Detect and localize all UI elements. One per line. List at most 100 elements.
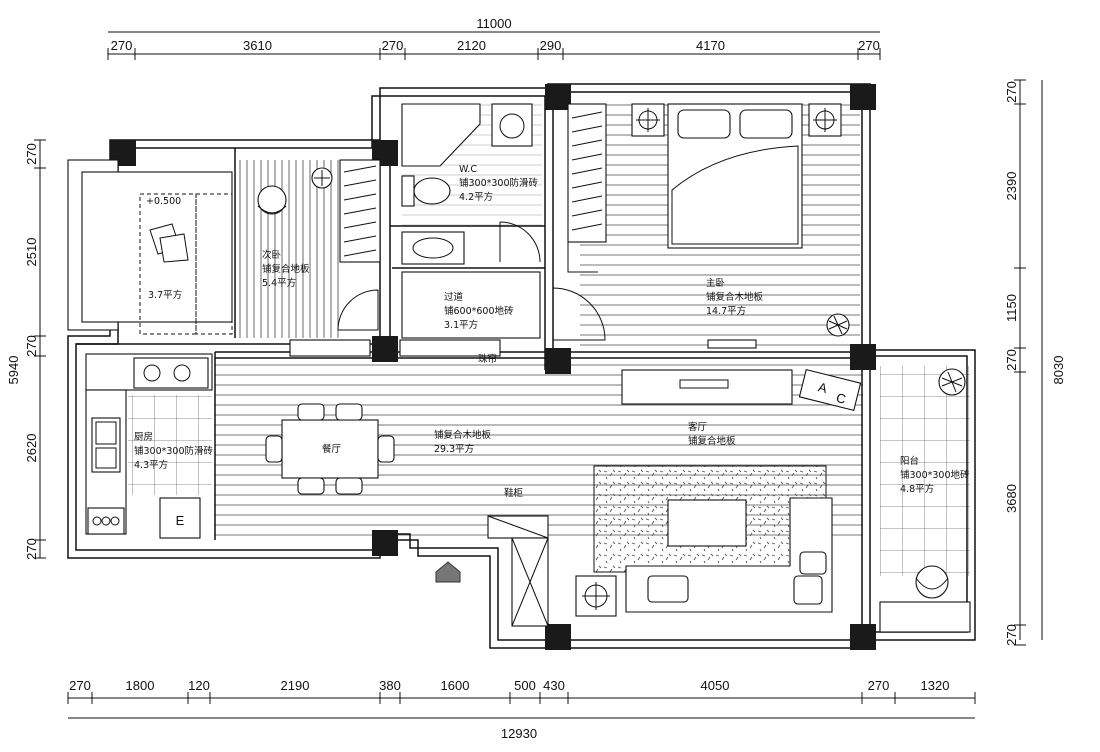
wc-area: 4.2平方 (459, 191, 493, 203)
bay-elevation: +0.500 (146, 196, 181, 207)
column (850, 344, 876, 370)
column (850, 624, 876, 650)
wc-fixtures (401, 103, 541, 265)
balcony-fixtures (879, 368, 971, 633)
dim-top: 3610 (243, 38, 272, 53)
plant-icon (311, 167, 333, 189)
basin-icon (401, 231, 465, 265)
master-bedroom-name: 主卧 (706, 277, 726, 289)
dim-left: 2510 (24, 238, 39, 267)
dim-bottom: 1800 (126, 678, 155, 693)
kitchen-floor (128, 395, 212, 495)
column (545, 624, 571, 650)
living-name: 客厅 (688, 421, 708, 433)
kitchen-name: 厨房 (134, 431, 153, 443)
dim-bottom: 4050 (701, 678, 730, 693)
coffee-table (667, 499, 747, 547)
dim-left-total: 5940 (6, 356, 21, 385)
corridor-area: 3.1平方 (444, 319, 478, 331)
column (372, 530, 398, 556)
master-bedroom-furniture (567, 103, 850, 349)
plant-icon (938, 368, 966, 396)
dim-right: 1150 (1004, 294, 1019, 322)
dimension-lines (34, 31, 1043, 719)
dim-top: 270 (382, 38, 404, 53)
dim-top: 270 (858, 38, 880, 53)
plant-icon (826, 313, 850, 337)
dim-bottom: 430 (543, 678, 565, 693)
toilet-icon (401, 175, 451, 207)
dim-right: 270 (1004, 624, 1019, 646)
second-bedroom-furniture (257, 159, 381, 263)
dim-bottom: 1320 (921, 678, 950, 693)
entrance-arrow-icon (435, 561, 461, 583)
balcony-floor-label: 铺300*300地砖 (900, 469, 970, 481)
chair-icon (915, 565, 949, 599)
dim-bottom-total: 12930 (501, 726, 537, 741)
balcony-area: 4.8平方 (900, 483, 934, 495)
second-bedroom-area: 5.4平方 (262, 277, 296, 289)
wc-name: W.C (459, 164, 477, 175)
master-bedroom-area: 14.7平方 (706, 305, 746, 317)
dim-right: 270 (1004, 81, 1019, 103)
cushion-icon (149, 223, 189, 263)
dim-left: 2620 (24, 434, 39, 463)
dim-right: 2390 (1004, 172, 1019, 201)
room-labels: +0.500 3.7平方 次卧 铺复合地板 5.4平方 W.C 铺300*300… (134, 164, 970, 499)
ac-label-a: A (817, 379, 829, 396)
kitchen-area: 4.3平方 (134, 459, 168, 471)
washing-machine-icon (491, 103, 533, 147)
wc-floor-label: 铺300*300防滑砖 (459, 177, 539, 189)
dining-area: 29.3平方 (434, 443, 474, 455)
column (372, 336, 398, 362)
dim-top: 2120 (457, 38, 486, 53)
fridge-label: E (176, 513, 185, 528)
balcony-name: 阳台 (900, 455, 919, 467)
dim-right-total: 8030 (1051, 356, 1066, 385)
dim-bottom: 500 (514, 678, 536, 693)
kitchen-floor-label: 铺300*300防滑砖 (134, 445, 214, 457)
sofa-icon (625, 497, 833, 613)
column (545, 348, 571, 374)
ac-label-c: C (835, 390, 848, 407)
nightstand-lamp-icon (631, 103, 665, 137)
corridor (289, 271, 606, 357)
dim-bottom: 120 (188, 678, 210, 693)
dim-left: 270 (24, 143, 39, 165)
dining-floor-label: 铺复合木地板 (434, 429, 492, 441)
kitchen-fixtures: E (85, 353, 213, 539)
oven-icon (87, 507, 125, 535)
fridge-icon: E (159, 497, 201, 539)
sink-icon (91, 417, 121, 473)
living-floor-label: 铺复合地板 (688, 435, 736, 447)
stove-icon (133, 357, 209, 389)
chair-icon (257, 185, 287, 215)
floor-finishes (128, 104, 970, 576)
dim-right: 3680 (1004, 484, 1019, 513)
dim-bottom: 2190 (281, 678, 310, 693)
column (545, 84, 571, 110)
living-furniture: A C (575, 368, 862, 617)
nightstand-lamp-icon (808, 103, 842, 137)
dim-bottom: 270 (868, 678, 890, 693)
dim-right: 270 (1004, 349, 1019, 371)
dim-top: 270 (111, 38, 133, 53)
balcony-floor (880, 366, 970, 576)
second-bedroom-name: 次卧 (262, 249, 282, 261)
dim-top: 4170 (696, 38, 725, 53)
dim-top-total: 11000 (476, 16, 511, 31)
ac-unit-icon: A C (798, 368, 862, 412)
dining-name: 餐厅 (322, 443, 342, 455)
corridor-floor-label: 铺600*600地砖 (444, 305, 514, 317)
dim-bottom: 1600 (441, 678, 470, 693)
dim-bottom: 380 (379, 678, 401, 693)
entrance (435, 515, 549, 627)
bead-curtain-label: 珠帘 (478, 353, 497, 365)
dim-left: 270 (24, 335, 39, 357)
column (850, 84, 876, 110)
dim-bottom: 270 (69, 678, 91, 693)
shoe-cabinet-label: 鞋柜 (504, 487, 524, 499)
bay-window (67, 159, 233, 335)
